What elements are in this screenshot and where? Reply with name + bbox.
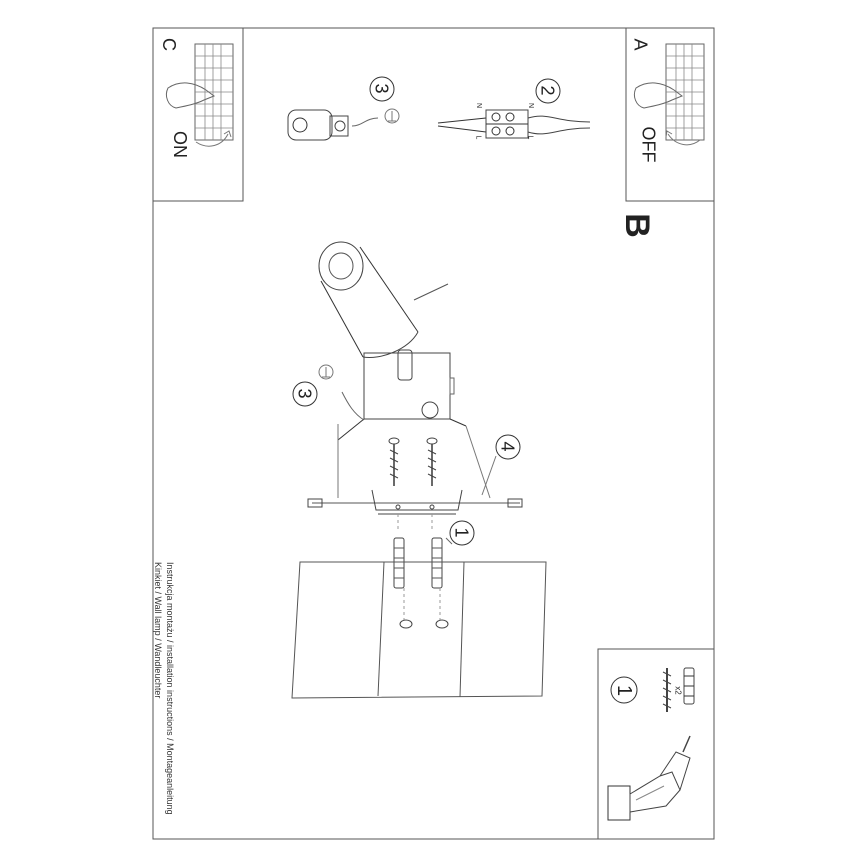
- step-circle-1-kit: [610, 676, 638, 704]
- fixing-screws: [388, 437, 438, 486]
- panel-c-letter: C: [159, 38, 179, 51]
- step-circle-3-top: [369, 76, 395, 102]
- step-number-1-kit: 1: [613, 684, 636, 697]
- step-circle-2: [535, 78, 561, 104]
- drill-hole: [399, 619, 413, 629]
- step-circle-4: [495, 434, 521, 460]
- curved-arrow-icon: [667, 133, 701, 146]
- panel-b-letter: B: [617, 213, 656, 238]
- panel-a-letter: A: [630, 38, 651, 51]
- wire-label-l-left: L: [474, 135, 482, 140]
- wiring-connector-diagram: [437, 109, 591, 139]
- wall-plug-icon: [683, 667, 695, 705]
- mounting-bracket: [371, 489, 463, 515]
- drill-hole: [435, 619, 449, 629]
- wire-label-n-right: N: [527, 102, 535, 109]
- curved-arrow-icon: [195, 133, 229, 147]
- sheet-border: [152, 27, 715, 840]
- lamp-shade: [318, 241, 449, 359]
- step-number-1-anchors: 1: [451, 527, 472, 538]
- drill-icon: [607, 735, 691, 821]
- lamp-base: [337, 352, 467, 441]
- wall-diagram: [291, 561, 547, 699]
- wall-plugs: [393, 537, 453, 589]
- caption-line-2: Kinkiet / Wall lamp / Wandleuchter: [153, 562, 163, 699]
- ground-symbol-icon: [384, 108, 400, 124]
- screw-icon: [662, 668, 672, 712]
- kit-quantity: x2: [673, 686, 683, 695]
- panel-a: [625, 28, 714, 202]
- step-number-4: 4: [497, 441, 518, 452]
- panel-c-state: ON: [170, 131, 190, 158]
- hand-icon: [165, 82, 216, 109]
- step-circle-3-main: [292, 381, 318, 407]
- hand-icon: [633, 82, 684, 109]
- ground-symbol-icon: [318, 364, 334, 380]
- step-circle-1-anchors: [449, 520, 475, 546]
- wall-lamp-assembly: [307, 241, 523, 620]
- panel-c: [153, 28, 244, 202]
- panel-kit: [597, 648, 714, 839]
- step-number-3-main: 3: [294, 388, 315, 399]
- wire-label-n-left: N: [475, 102, 483, 109]
- step-number-2: 2: [537, 85, 558, 96]
- instruction-caption: Instrukcja montażu / installation instru…: [152, 562, 176, 842]
- step-number-3-top: 3: [371, 83, 392, 94]
- caption-line-1: Instrukcja montażu / installation instru…: [165, 562, 175, 815]
- wire-label-l-right: L: [526, 135, 534, 140]
- panel-a-state: OFF: [638, 126, 659, 163]
- ground-terminal-diagram: [287, 108, 400, 141]
